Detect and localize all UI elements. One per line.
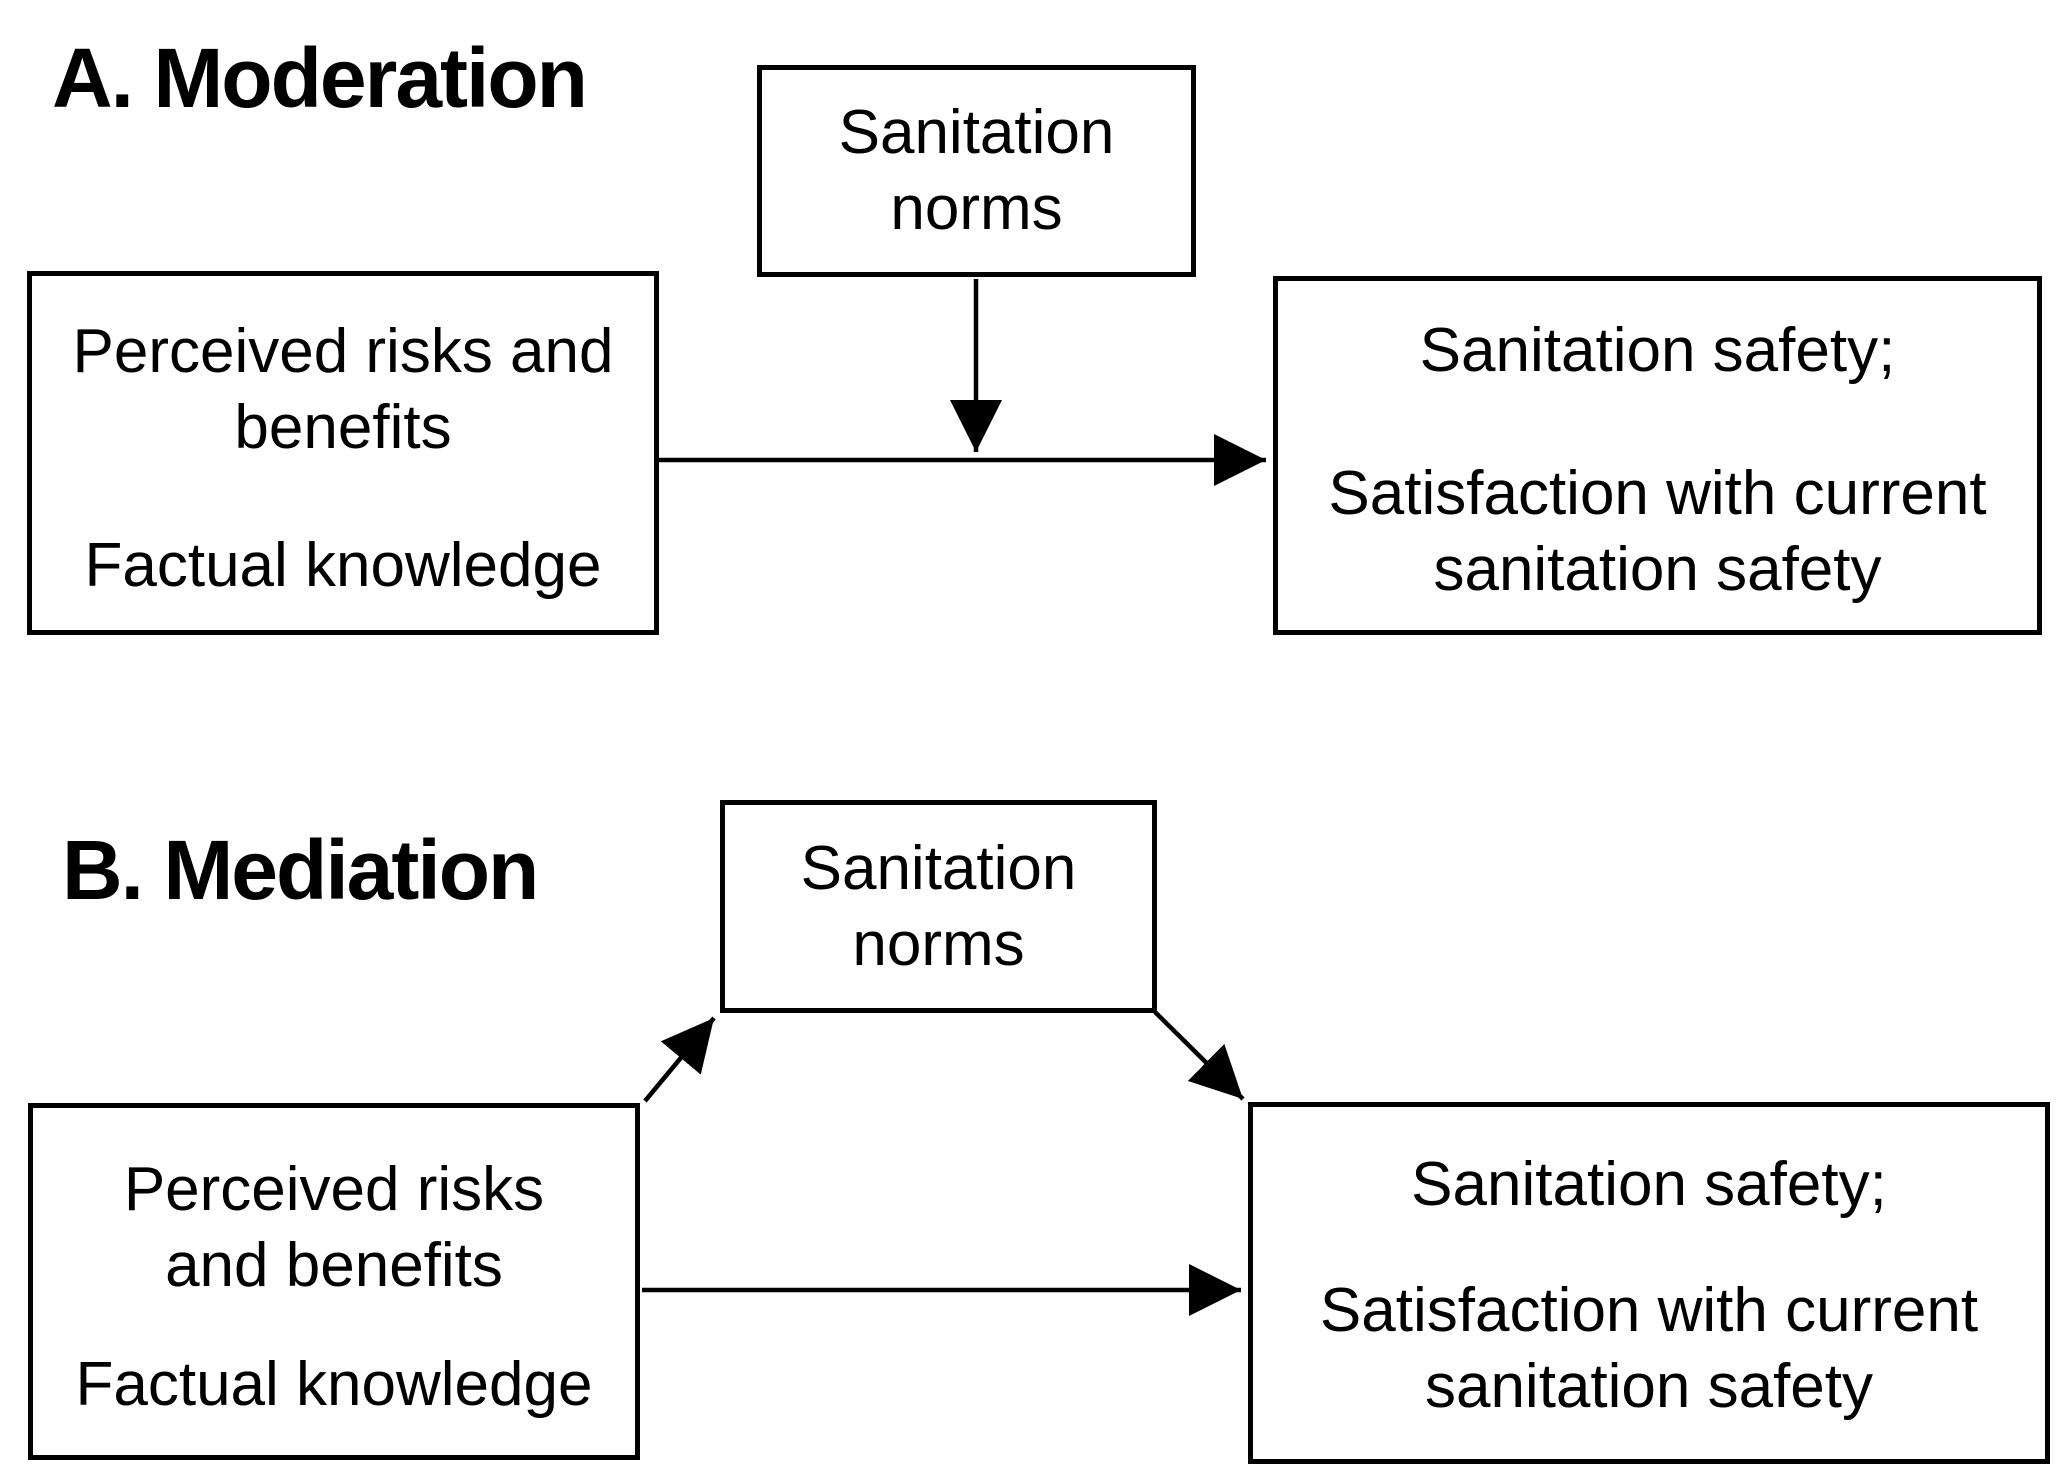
panel-a-title: A. Moderation bbox=[52, 31, 588, 125]
box-text-line: Sanitation bbox=[800, 833, 1077, 903]
panel-b-mediator-box: Sanitation norms bbox=[720, 800, 1157, 1013]
box-text-line: Satisfaction with current bbox=[1328, 459, 1987, 528]
box-text-line: sanitation safety bbox=[1424, 1352, 1874, 1421]
panel-b-predictor-box: Perceived risks and benefits Factual kno… bbox=[28, 1103, 640, 1460]
box-text: Perceived risks and benefits bbox=[41, 1152, 627, 1304]
box-text: Perceived risks and benefits bbox=[40, 314, 646, 466]
panel-b-outcome-box: Sanitation safety; Satisfaction with cur… bbox=[1248, 1102, 2050, 1464]
box-text-line: norms bbox=[890, 174, 1063, 243]
box-text-line: Satisfaction with current bbox=[1319, 1276, 1979, 1345]
box-text: Satisfaction with current sanitation saf… bbox=[1286, 456, 2029, 608]
box-text-line: Sanitation safety; bbox=[1419, 316, 1896, 385]
box-text: Sanitation safety; bbox=[1286, 313, 2029, 389]
box-text-line: Perceived risks bbox=[123, 1155, 545, 1224]
box-text-line: Sanitation bbox=[838, 98, 1115, 167]
box-text-line: Sanitation safety; bbox=[1411, 1150, 1887, 1219]
panel-a-outcome-box: Sanitation safety; Satisfaction with cur… bbox=[1273, 276, 2042, 635]
box-text: Factual knowledge bbox=[40, 528, 646, 604]
box-text: Factual knowledge bbox=[41, 1347, 627, 1423]
box-text-line: sanitation safety bbox=[1433, 535, 1882, 604]
arrow-b-from-mediator bbox=[1153, 1010, 1245, 1101]
panel-b-title: B. Mediation bbox=[62, 823, 539, 917]
panel-a-predictor-box: Perceived risks and benefits Factual kno… bbox=[27, 271, 659, 635]
box-text: Sanitation norms bbox=[725, 831, 1152, 983]
box-text-line: Factual knowledge bbox=[84, 531, 602, 600]
box-text-line: Factual knowledge bbox=[75, 1350, 593, 1419]
box-text: Satisfaction with current sanitation saf… bbox=[1261, 1273, 2037, 1425]
box-text-line: Perceived risks and bbox=[72, 317, 614, 386]
box-text: Sanitation safety; bbox=[1261, 1147, 2037, 1223]
panel-a-moderator-box: Sanitation norms bbox=[757, 65, 1196, 277]
arrow-b-to-mediator bbox=[643, 1016, 716, 1103]
box-text-line: norms bbox=[852, 909, 1025, 979]
box-text-line: benefits bbox=[234, 393, 452, 462]
box-text: Sanitation norms bbox=[762, 95, 1191, 247]
box-text-line: and benefits bbox=[165, 1231, 503, 1300]
